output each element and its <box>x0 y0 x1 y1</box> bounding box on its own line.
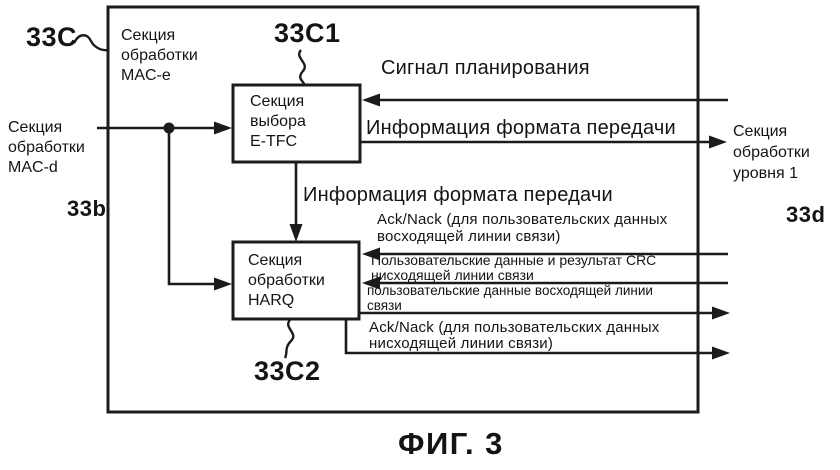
layer1-label: Секция обработки уровня 1 <box>733 123 810 182</box>
arrowhead-scheduling <box>362 93 380 107</box>
ref-33d: 33d <box>786 202 826 227</box>
ack-nack-downlink-line <box>344 318 716 355</box>
squiggle-33c2 <box>283 319 295 359</box>
arrowhead-user-data-crc <box>362 276 380 290</box>
ack-nack-downlink-label: Ack/Nack (для пользовательских данных ни… <box>369 319 660 352</box>
ref-33c2: 33C2 <box>254 356 321 386</box>
harq-box-label: Секция обработки HARQ <box>248 252 325 309</box>
arrowhead-into-harq-top <box>289 224 303 242</box>
arrowhead-user-data-uplink <box>712 306 730 320</box>
tx-format-mid-label: Информация формата передачи <box>303 184 613 206</box>
squiggle-33c1 <box>298 49 307 86</box>
mac-e-box-label: Секция обработки MAC-e <box>121 27 198 84</box>
mac-d-label: Секция обработки MAC-d <box>8 119 85 176</box>
ack-nack-uplink-label: Ack/Nack (для пользовательских данных во… <box>377 211 668 245</box>
tilde-33c <box>72 34 109 52</box>
etfc-box-label: Секция выбора E-TFC <box>250 93 306 150</box>
arrowhead-ack-nack-downlink <box>712 346 730 360</box>
arrowhead-to-layer1 <box>709 135 727 149</box>
figure-caption: ФИГ. 3 <box>398 426 504 461</box>
ref-33b: 33b <box>67 196 107 221</box>
mac-e-processing-box <box>106 5 700 414</box>
ref-33c1: 33C1 <box>274 18 341 48</box>
branch-line-to-harq <box>167 128 218 286</box>
arrowhead-into-harq-left <box>214 277 232 291</box>
user-data-crc-label: Пользовательские данные и результат CRC … <box>371 252 657 283</box>
tx-format-out-label: Информация формата передачи <box>366 117 676 139</box>
ref-33c: 33C <box>26 22 78 52</box>
arrowhead-ack-nack-uplink <box>362 247 380 261</box>
user-data-uplink-label: пользовательские данные восходящей линии… <box>367 283 653 313</box>
arrowhead-into-etfc <box>214 121 232 135</box>
scheduling-signal-label: Сигнал планирования <box>381 57 590 79</box>
